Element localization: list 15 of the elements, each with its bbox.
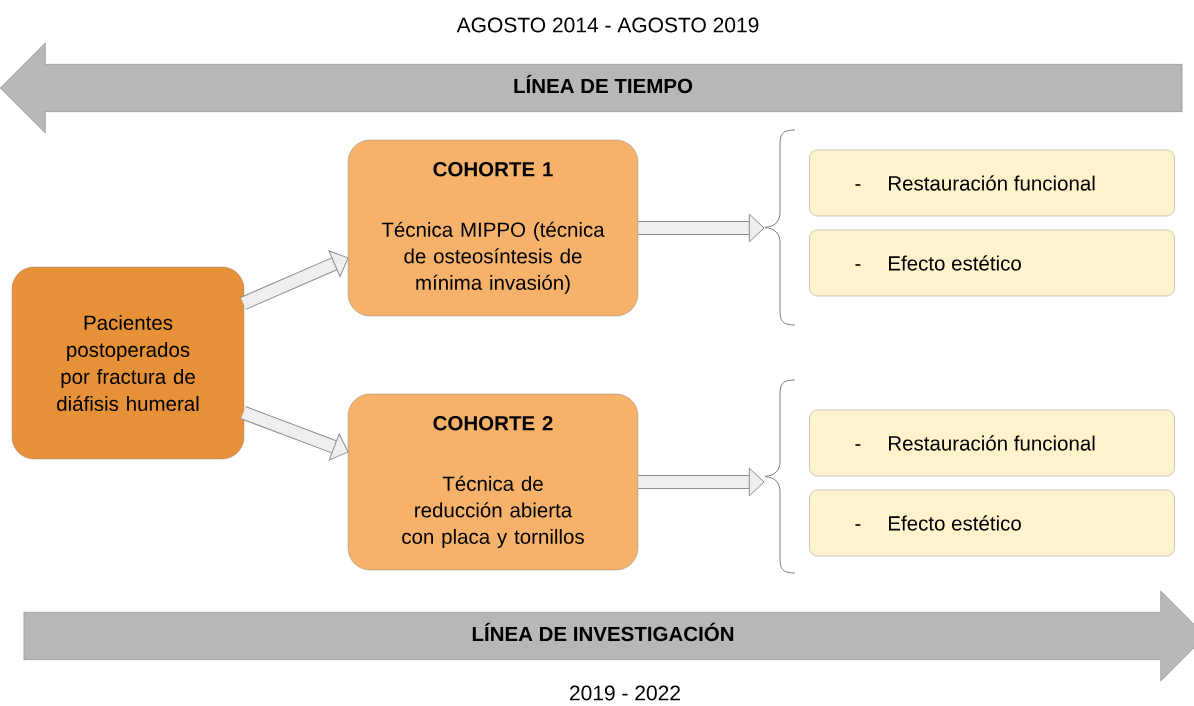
outcome-box: - Restauración funcional bbox=[809, 149, 1175, 217]
block-arrow bbox=[240, 406, 349, 461]
outcome-box: - Restauración funcional bbox=[809, 409, 1175, 477]
date-range: 2019 - 2022 bbox=[570, 685, 680, 701]
brace bbox=[764, 129, 796, 326]
process-box: Pacientes postoperados por fractura de diáfisis humeral bbox=[11, 266, 245, 460]
outcome-box: - Efecto estético bbox=[809, 229, 1175, 297]
date-range: AGOSTO 2014 - AGOSTO 2019 bbox=[456, 17, 759, 33]
block-arrow bbox=[638, 467, 765, 497]
block-arrow bbox=[240, 250, 349, 310]
process-box: COHORTE 1 Técnica MIPPO (técnica de osteosíntesis de mínima invasión) bbox=[347, 139, 639, 317]
process-box: COHORTE 2 Técnica de reducción abierta con placa y tornillos bbox=[347, 393, 639, 571]
brace bbox=[764, 379, 796, 574]
block-arrow bbox=[638, 213, 765, 243]
outcome-box: - Efecto estético bbox=[809, 489, 1175, 557]
